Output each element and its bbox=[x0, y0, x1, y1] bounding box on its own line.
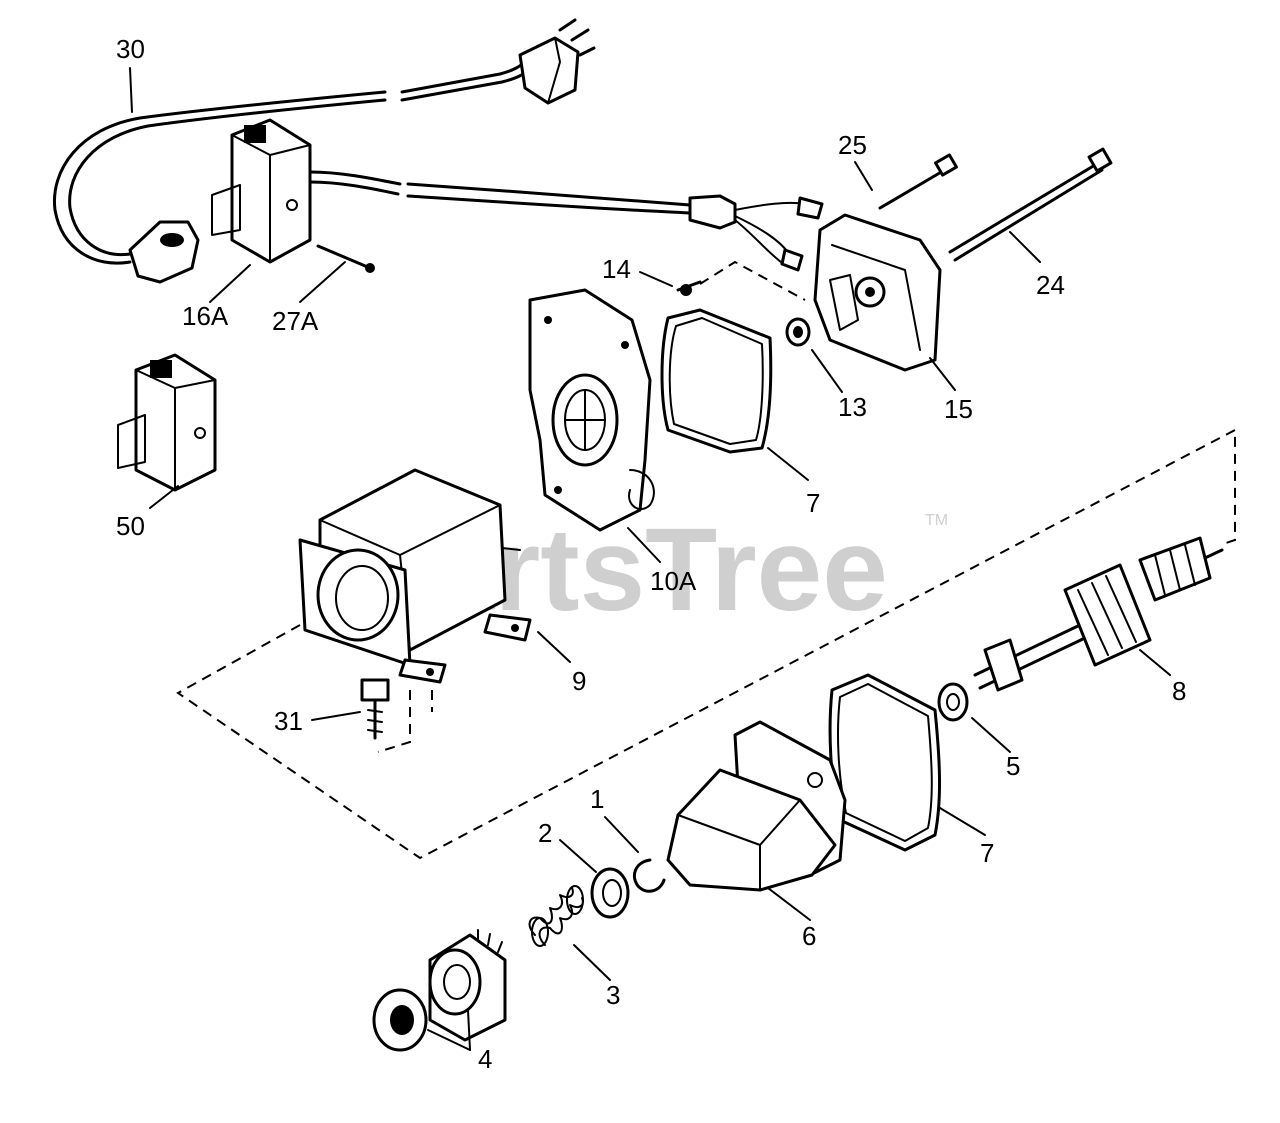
assembly-line-main bbox=[176, 428, 1236, 860]
part-14-screw[interactable] bbox=[676, 280, 702, 296]
callout-13: 13 bbox=[838, 392, 867, 422]
leader-lines bbox=[129, 67, 1171, 1051]
part-4-pinion-gear[interactable] bbox=[372, 929, 507, 1052]
part-13-washer[interactable] bbox=[785, 317, 811, 347]
part-2-stop-collar[interactable] bbox=[590, 867, 630, 919]
callout-6: 6 bbox=[802, 921, 816, 951]
part-9-motor-housing[interactable] bbox=[298, 468, 532, 684]
part-1-retaining-ring[interactable] bbox=[633, 858, 666, 893]
callout-3: 3 bbox=[606, 980, 620, 1010]
callout-7-upper: 7 bbox=[806, 488, 820, 518]
callout-16a: 16A bbox=[182, 301, 229, 331]
part-16a-switch[interactable] bbox=[211, 118, 312, 264]
callout-7-lower: 7 bbox=[980, 838, 994, 868]
callout-2: 2 bbox=[538, 818, 552, 848]
callout-9: 9 bbox=[572, 666, 586, 696]
callout-31: 31 bbox=[274, 706, 303, 736]
assembly-line-14 bbox=[699, 260, 806, 301]
callout-25: 25 bbox=[838, 130, 867, 160]
callout-8: 8 bbox=[1172, 676, 1186, 706]
callout-5: 5 bbox=[1006, 751, 1020, 781]
part-8-armature[interactable] bbox=[973, 536, 1224, 692]
part-50-switch[interactable] bbox=[117, 353, 217, 492]
part-24-through-bolt[interactable] bbox=[948, 147, 1113, 262]
callout-10a: 10A bbox=[650, 566, 697, 596]
part-30-power-cord[interactable] bbox=[52, 18, 824, 284]
part-25-bolt[interactable] bbox=[878, 153, 958, 210]
callout-24: 24 bbox=[1036, 270, 1065, 300]
part-3-spring[interactable] bbox=[528, 885, 584, 947]
callout-50: 50 bbox=[116, 511, 145, 541]
part-15-end-cap[interactable] bbox=[813, 213, 942, 372]
part-10a-brush-plate[interactable] bbox=[528, 288, 655, 532]
part-31-bolt[interactable] bbox=[360, 678, 390, 740]
part-27a-screw[interactable] bbox=[316, 244, 375, 273]
callout-15: 15 bbox=[944, 394, 973, 424]
callout-4: 4 bbox=[478, 1044, 492, 1074]
callout-14: 14 bbox=[602, 254, 631, 284]
callout-27a: 27A bbox=[272, 306, 319, 336]
part-5-washer[interactable] bbox=[937, 682, 969, 722]
part-6-drive-end-cap[interactable] bbox=[666, 720, 847, 892]
part-7-gasket-lower[interactable] bbox=[828, 673, 941, 852]
part-7-gasket-upper[interactable] bbox=[660, 308, 773, 454]
assembly-line-31 bbox=[377, 690, 411, 753]
callout-labels: 30 16A 27A 50 25 24 14 13 15 7 10A 9 31 … bbox=[116, 34, 1186, 1074]
trademark-symbol: TM bbox=[925, 512, 948, 529]
callout-30: 30 bbox=[116, 34, 145, 64]
callout-1: 1 bbox=[590, 784, 604, 814]
